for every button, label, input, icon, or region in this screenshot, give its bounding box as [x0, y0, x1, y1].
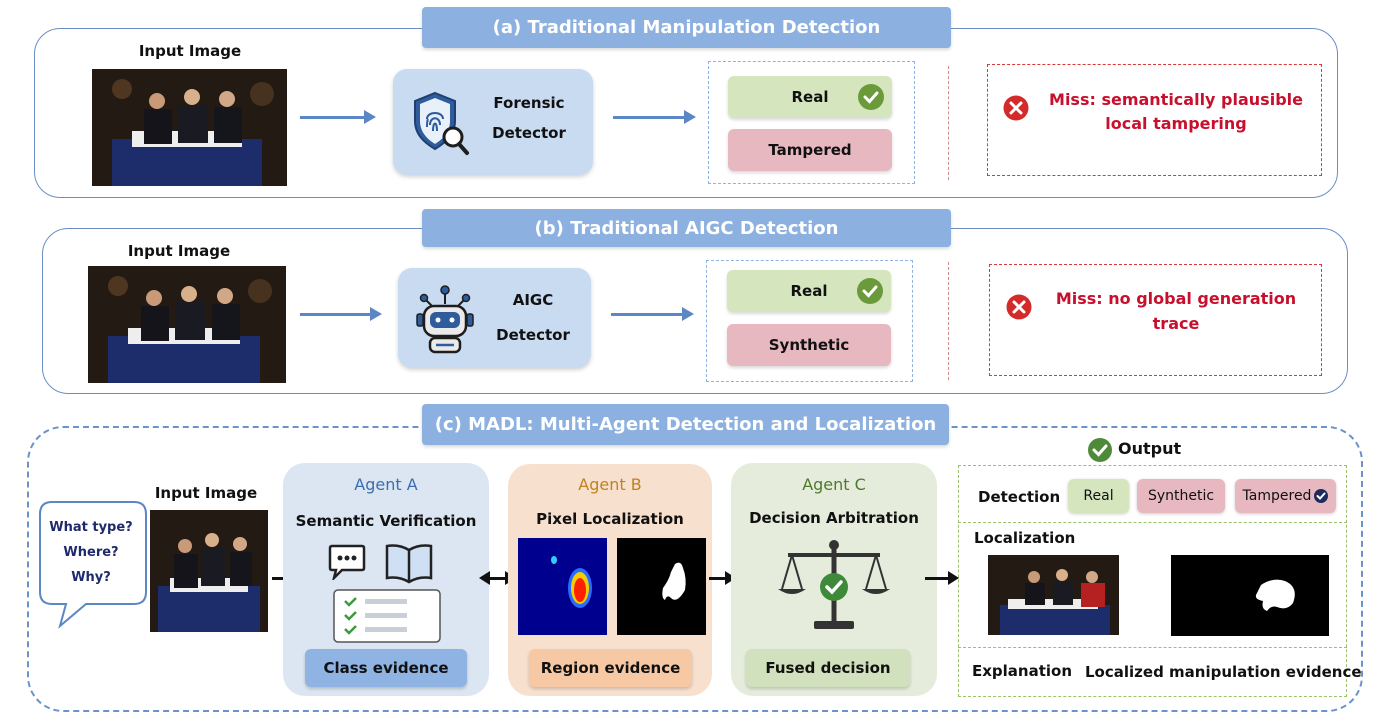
arrow-bc: [709, 577, 727, 580]
question-where: Where?: [63, 545, 119, 560]
x-circle-icon-b: [1006, 294, 1032, 324]
real-label-a: Real: [791, 88, 829, 106]
output-box-b: [706, 260, 913, 382]
section-a-title: (a) Traditional Manipulation Detection: [422, 7, 951, 48]
output-tampered-label: Tampered: [1242, 488, 1312, 504]
x-circle-icon-a: [1003, 95, 1029, 125]
question-what-type: What type?: [49, 520, 133, 535]
forensic-detector: Forensic Detector: [393, 69, 593, 175]
output-title: Output: [1118, 439, 1182, 458]
arrow-bc-head: [725, 571, 736, 585]
output-real-pill: Real: [1068, 479, 1129, 513]
aigc-detector: AIGC Detector: [398, 268, 591, 368]
mask-image: [617, 538, 706, 635]
miss-text-a1: Miss: semantically plausible: [1049, 90, 1303, 109]
miss-text-a2: local tampering: [1105, 114, 1247, 133]
arrow-b1-head: [370, 307, 382, 321]
miss-text-b1: Miss: no global generation: [1055, 289, 1297, 308]
divider-a: [948, 66, 949, 180]
section-c-title: (c) MADL: Multi-Agent Detection and Loca…: [422, 404, 949, 445]
agent-c-evidence: Fused decision: [746, 649, 910, 687]
miss-text-b2: trace: [1152, 314, 1200, 333]
section-b-title: (b) Traditional AIGC Detection: [422, 209, 951, 247]
speech-dots-icon: [328, 544, 366, 584]
aigc-detector-line2: Detector: [496, 326, 570, 344]
arrow-ab-head-left: [479, 571, 490, 585]
tampered-pill-a: Tampered: [728, 129, 892, 171]
tampered-check-icon: [1314, 489, 1329, 503]
agent-c-task: Decision Arbitration: [749, 509, 919, 527]
agent-a-evidence: Class evidence: [305, 649, 467, 687]
input-image-label-b: Input Image: [127, 242, 231, 260]
agent-b-name: Agent B: [578, 475, 642, 494]
input-image-label-a: Input Image: [138, 42, 242, 60]
question-bubble: What type? Where? Why?: [38, 500, 148, 630]
arrow-b2-head: [682, 307, 694, 321]
localization-label: Localization: [974, 529, 1076, 547]
agent-b-evidence: Region evidence: [529, 649, 692, 687]
explanation-label: Explanation: [972, 662, 1073, 680]
arrow-ab: [488, 577, 508, 580]
arrow-a1-head: [364, 110, 376, 124]
forensic-detector-line2: Detector: [492, 124, 566, 142]
agent-b-task: Pixel Localization: [536, 510, 684, 528]
output-sep2: [958, 647, 1347, 648]
output-sep1: [958, 522, 1347, 523]
balance-scale-icon: [778, 537, 890, 637]
arrow-b1: [300, 313, 372, 316]
arrow-c-out: [925, 577, 950, 580]
shield-fingerprint-icon: [409, 89, 471, 161]
arrow-a2-head: [684, 110, 696, 124]
synthetic-pill-b: Synthetic: [727, 324, 891, 366]
divider-b: [948, 262, 949, 380]
agent-a-task: Semantic Verification: [295, 512, 477, 530]
input-image-c: [150, 510, 268, 632]
output-box-a: [708, 61, 915, 184]
arrow-a1: [300, 116, 366, 119]
localization-mask: [1171, 555, 1329, 636]
output-synthetic-pill: Synthetic: [1137, 479, 1225, 513]
real-pill-b: Real: [727, 270, 891, 312]
miss-box-b: [989, 264, 1322, 376]
arrow-b2: [611, 313, 684, 316]
arrow-c-out-head: [948, 571, 959, 585]
check-icon-a: [858, 84, 884, 110]
agent-c-name: Agent C: [802, 475, 866, 494]
check-icon-b: [857, 278, 883, 304]
arrow-a2: [613, 116, 686, 119]
input-image-b: [88, 266, 286, 383]
output-check-icon: [1088, 438, 1112, 462]
output-tampered-pill: Tampered: [1235, 479, 1336, 513]
miss-box-a: [987, 64, 1322, 176]
arrow-c1: [272, 577, 292, 580]
output-panel: [958, 465, 1347, 697]
aigc-detector-line1: AIGC: [512, 291, 554, 309]
agent-a-name: Agent A: [354, 475, 418, 494]
robot-icon: [412, 280, 478, 360]
real-pill-a: Real: [728, 76, 892, 118]
input-image-a: [92, 69, 287, 186]
question-why: Why?: [71, 570, 111, 585]
heatmap-image: [518, 538, 607, 635]
detection-label: Detection: [978, 488, 1061, 506]
checklist-icon: [333, 589, 441, 647]
forensic-detector-line1: Forensic: [493, 94, 565, 112]
input-image-label-c: Input Image: [154, 484, 258, 502]
explanation-text: Localized manipulation evidence: [1085, 663, 1362, 681]
open-book-icon: [383, 542, 435, 588]
real-label-b: Real: [790, 282, 828, 300]
localization-image: [988, 555, 1119, 635]
